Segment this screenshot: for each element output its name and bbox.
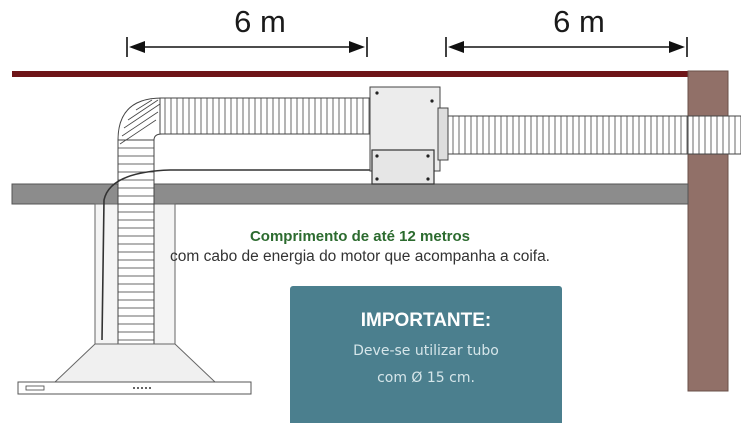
ceiling-slab bbox=[11, 183, 689, 205]
important-line-2: com Ø 15 cm. bbox=[377, 370, 475, 386]
caption-title: Comprimento de até 12 metros bbox=[249, 228, 471, 245]
range-hood-icon bbox=[17, 343, 252, 395]
power-cable bbox=[101, 169, 372, 341]
dimension-arrow-icon bbox=[126, 37, 688, 57]
important-title: IMPORTANTE: bbox=[360, 310, 492, 331]
right-dimension-label: 6 m bbox=[553, 4, 605, 39]
roof-line bbox=[12, 71, 691, 77]
important-box: IMPORTANTE: Deve-se utilizar tubo com Ø … bbox=[290, 286, 562, 423]
important-line-1: Deve-se utilizar tubo bbox=[353, 343, 499, 359]
caption-text: com cabo de energia do motor que acompan… bbox=[170, 248, 550, 265]
motor-box-icon bbox=[369, 86, 449, 185]
left-dimension-label: 6 m bbox=[234, 4, 286, 39]
